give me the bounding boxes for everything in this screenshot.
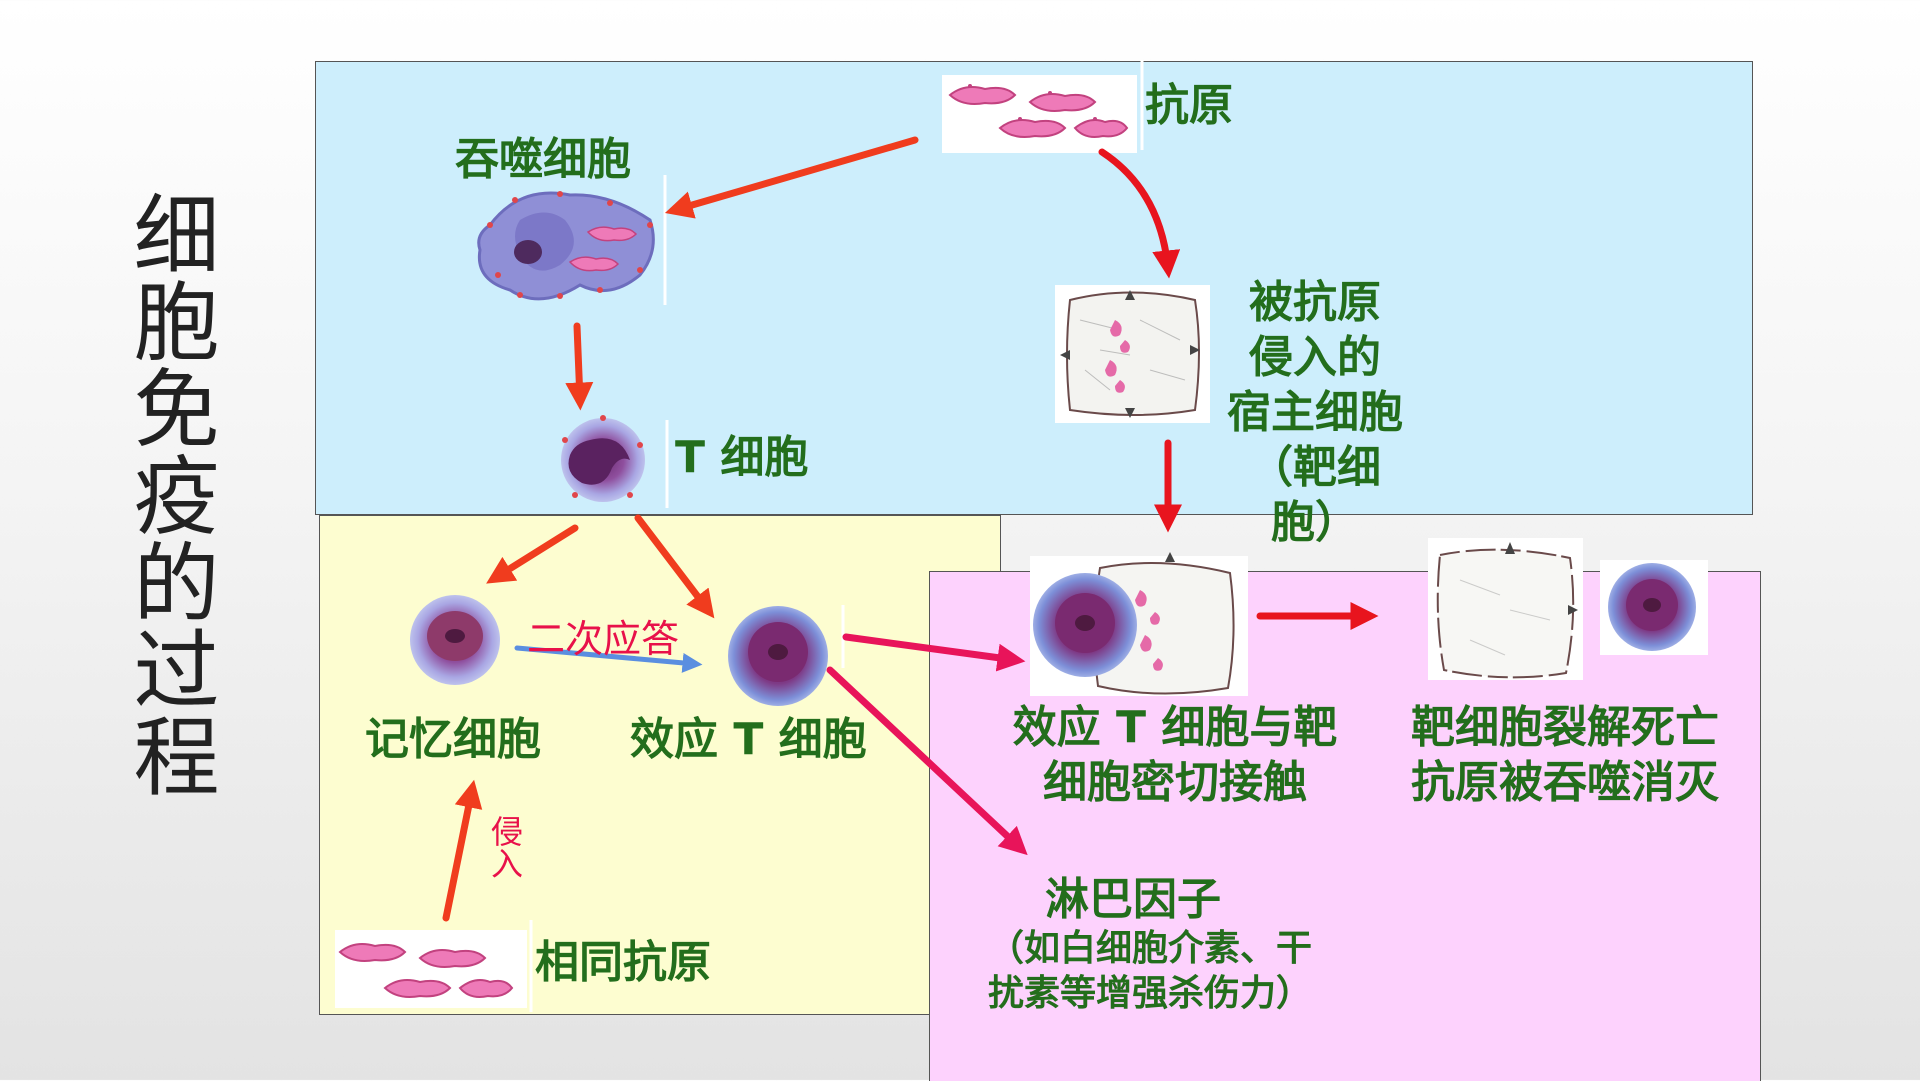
t-cell-icon	[561, 415, 645, 502]
secondary-response-label: 二次应答	[527, 617, 680, 661]
arrow-t-cell-to-memory-cell	[486, 524, 579, 584]
lymphokine-label: 淋巴因子	[1045, 874, 1221, 925]
contact-label: 效应 T 细胞与靶 细胞密切接触	[1012, 702, 1338, 808]
antigen-icon	[942, 75, 1137, 153]
arrow-secondary-response	[514, 645, 703, 673]
memory-cell-label: 记忆细胞	[365, 714, 541, 765]
arrow-antigen-to-host-cell	[1098, 148, 1181, 279]
released-effector-icon	[1608, 563, 1696, 651]
arrow-same-antigen-to-memory	[442, 779, 483, 922]
contact-cells-icon	[1033, 552, 1235, 695]
effector-t-cell-label: 效应 T 细胞	[630, 714, 867, 765]
phagocyte-label: 吞噬细胞	[455, 134, 631, 185]
lymphokine-description: （如白细胞介素、干 扰素等增强杀伤力）	[988, 928, 1313, 1014]
arrow-effector-to-lymphokine	[826, 666, 1028, 856]
arrow-effector-to-contact	[842, 633, 1026, 672]
invade-label: 侵入	[486, 815, 524, 879]
phagocyte-icon	[477, 191, 655, 301]
same-antigen-label: 相同抗原	[535, 937, 711, 988]
t-cell-label: T 细胞	[675, 432, 809, 483]
effector-t-cell-icon	[728, 606, 828, 706]
host-cell-icon	[1060, 290, 1200, 418]
arrow-phagocyte-to-t-cell	[565, 322, 594, 411]
slide-title: 细胞免疫的过程	[118, 190, 218, 799]
lysis-label: 靶细胞裂解死亡 抗原被吞噬消灭	[1411, 702, 1719, 808]
antigen-label: 抗原	[1145, 80, 1233, 131]
arrow-t-cell-to-effector	[634, 514, 715, 619]
same-antigen-icon	[335, 930, 527, 1008]
arrow-antigen-to-phagocyte	[664, 136, 919, 219]
memory-cell-icon	[410, 595, 500, 685]
host-cell-label: 被抗原 侵入的 宿主细胞 （靶细 胞）	[1227, 277, 1403, 548]
lysed-cell-icon	[1436, 542, 1578, 679]
image-separators	[529, 60, 1144, 1012]
